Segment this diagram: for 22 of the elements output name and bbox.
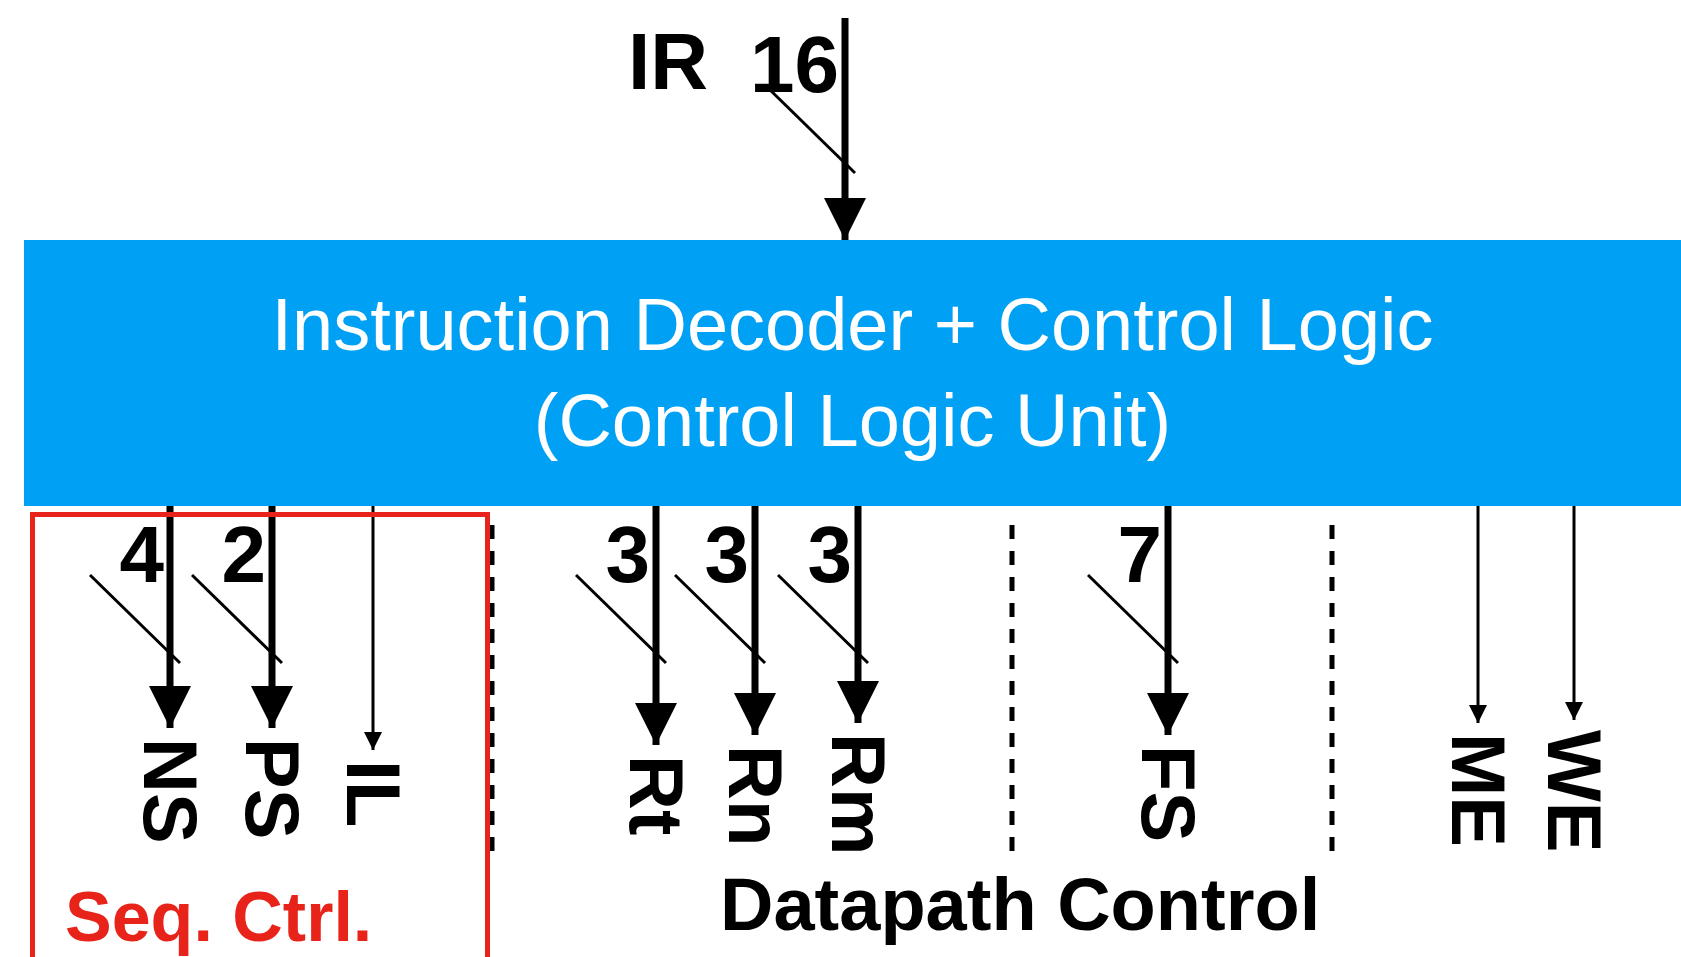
bus-name: IR [628, 22, 708, 102]
signal-name: Rm [820, 733, 896, 856]
signal-name: FS [1130, 745, 1206, 843]
group-title: Seq. Ctrl. [65, 877, 373, 957]
bus-width: 7 [1117, 515, 1162, 595]
bus-width: 3 [605, 515, 650, 595]
bus-width: 3 [807, 515, 852, 595]
signal-name: PS [234, 738, 310, 840]
bus-width: 3 [704, 515, 749, 595]
signal-name: ME [1440, 733, 1516, 847]
block-title: (Control Logic Unit) [533, 378, 1172, 464]
bus-width: 2 [221, 515, 266, 595]
signal-name: Rt [618, 755, 694, 836]
signal-name: NS [132, 738, 208, 844]
block-title: Instruction Decoder + Control Logic [271, 282, 1434, 368]
bus-width: 4 [119, 515, 164, 595]
bus-width: 16 [750, 25, 839, 105]
signal-name: IL [335, 760, 411, 828]
group-frame [30, 512, 490, 957]
control-logic-block [24, 240, 1681, 506]
signal-name: WE [1536, 730, 1612, 853]
signal-name: Rn [717, 745, 793, 847]
